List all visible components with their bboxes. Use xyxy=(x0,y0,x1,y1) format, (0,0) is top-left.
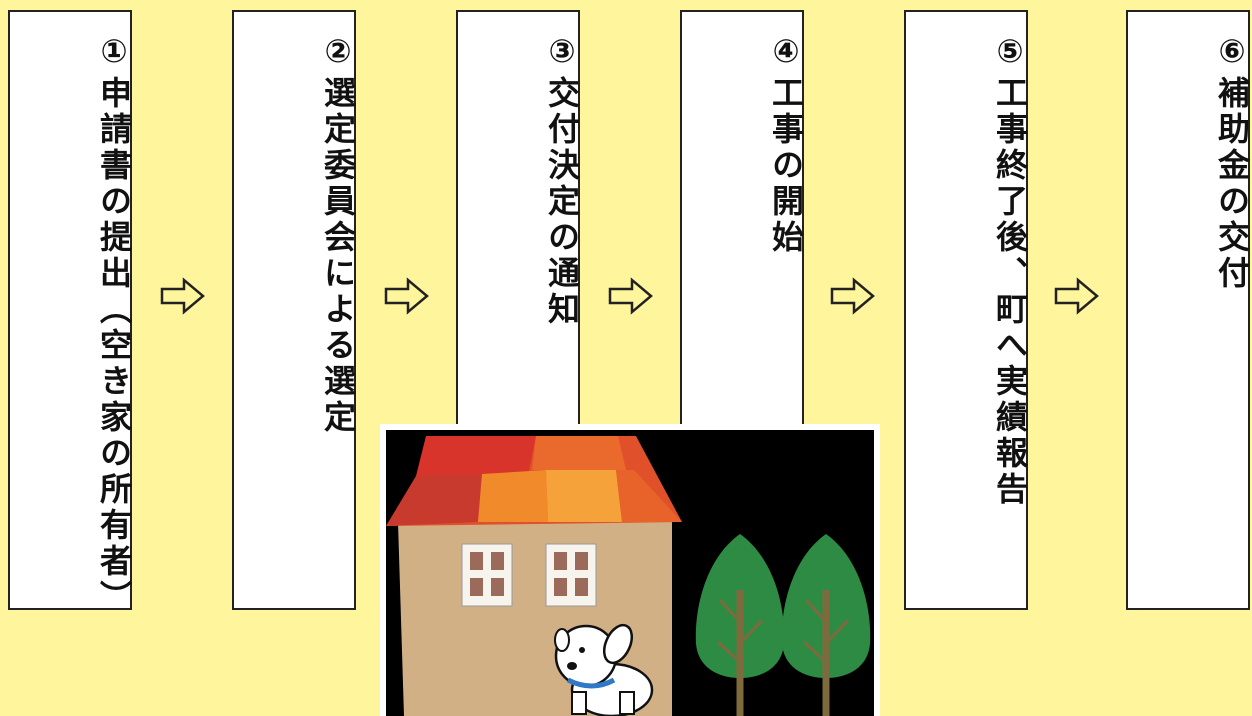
step-text: 工事の開始 xyxy=(767,76,805,256)
right-arrow-icon xyxy=(1054,277,1099,315)
right-arrow-icon xyxy=(608,277,653,315)
dog-figure xyxy=(554,623,654,716)
step-number: ② xyxy=(319,32,357,76)
roof-tile xyxy=(616,470,682,522)
right-arrow-icon xyxy=(160,277,205,315)
step-text: 選定委員会による選定 xyxy=(319,76,357,436)
house-illustration xyxy=(380,424,880,716)
window-left xyxy=(461,543,513,607)
step-number: ④ xyxy=(767,32,805,76)
right-arrow-icon xyxy=(830,277,875,315)
tree-left xyxy=(695,534,785,716)
step-number: ③ xyxy=(543,32,581,76)
roof-tile xyxy=(386,474,482,526)
step-text: 申請書の提出（空き家の所有者） xyxy=(95,76,133,616)
roof-tile xyxy=(546,470,622,522)
house-scene xyxy=(386,430,874,716)
step-text: 交付決定の通知 xyxy=(543,76,581,328)
window-right xyxy=(545,543,597,607)
step-text: 補助金の交付 xyxy=(1213,76,1251,292)
roof-tile xyxy=(532,436,626,470)
roof-tile xyxy=(478,470,548,522)
step-number: ⑥ xyxy=(1213,32,1251,76)
tree-right xyxy=(781,534,871,716)
roof-tile xyxy=(416,436,536,476)
step-number: ⑤ xyxy=(991,32,1029,76)
right-arrow-icon xyxy=(384,277,429,315)
step-number: ① xyxy=(95,32,133,76)
step-text: 工事終了後、町へ実績報告 xyxy=(991,76,1029,508)
